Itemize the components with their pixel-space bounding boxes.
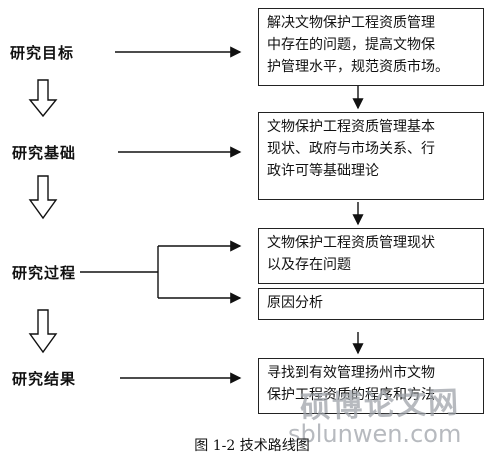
box-process-status: 文物保护工程资质管理现状 以及存在问题 bbox=[258, 228, 484, 284]
box-line: 现状、政府与市场关系、行 bbox=[267, 141, 435, 157]
stage-label-process: 研究过程 bbox=[12, 264, 77, 282]
box-line: 中存在的问题，提高文物保 bbox=[267, 37, 435, 53]
box-line: 护管理水平，规范资质市场。 bbox=[267, 59, 449, 75]
box-basis-description: 文物保护工程资质管理基本 现状、政府与市场关系、行 政许可等基础理论 bbox=[258, 112, 484, 200]
box-line: 文物保护工程资质管理基本 bbox=[267, 119, 435, 135]
hollow-arrow-3 bbox=[28, 309, 58, 354]
box-line: 寻找到有效管理扬州市文物 bbox=[267, 365, 435, 381]
box-line: 以及存在问题 bbox=[267, 257, 351, 273]
box-line: 原因分析 bbox=[267, 295, 323, 311]
box-cause-analysis: 原因分析 bbox=[258, 288, 484, 320]
box-line: 解决文物保护工程资质管理 bbox=[267, 15, 435, 31]
box-result-description: 寻找到有效管理扬州市文物 保护工程资质的程序和方法 bbox=[258, 358, 484, 414]
box-line: 政许可等基础理论 bbox=[267, 163, 379, 179]
stage-label-result: 研究结果 bbox=[12, 370, 77, 388]
box-goal-description: 解决文物保护工程资质管理 中存在的问题，提高文物保 护管理水平，规范资质市场。 bbox=[258, 8, 484, 86]
box-line: 文物保护工程资质管理现状 bbox=[267, 235, 435, 251]
box-line: 保护工程资质的程序和方法 bbox=[267, 387, 435, 403]
hollow-arrow-1 bbox=[28, 79, 58, 118]
hollow-arrow-2 bbox=[28, 175, 58, 220]
stage-label-basis: 研究基础 bbox=[12, 144, 77, 162]
watermark-url: sblunwen.com bbox=[288, 420, 462, 448]
stage-label-goal: 研究目标 bbox=[10, 44, 75, 62]
figure-caption: 图 1-2 技术路线图 bbox=[194, 438, 310, 454]
